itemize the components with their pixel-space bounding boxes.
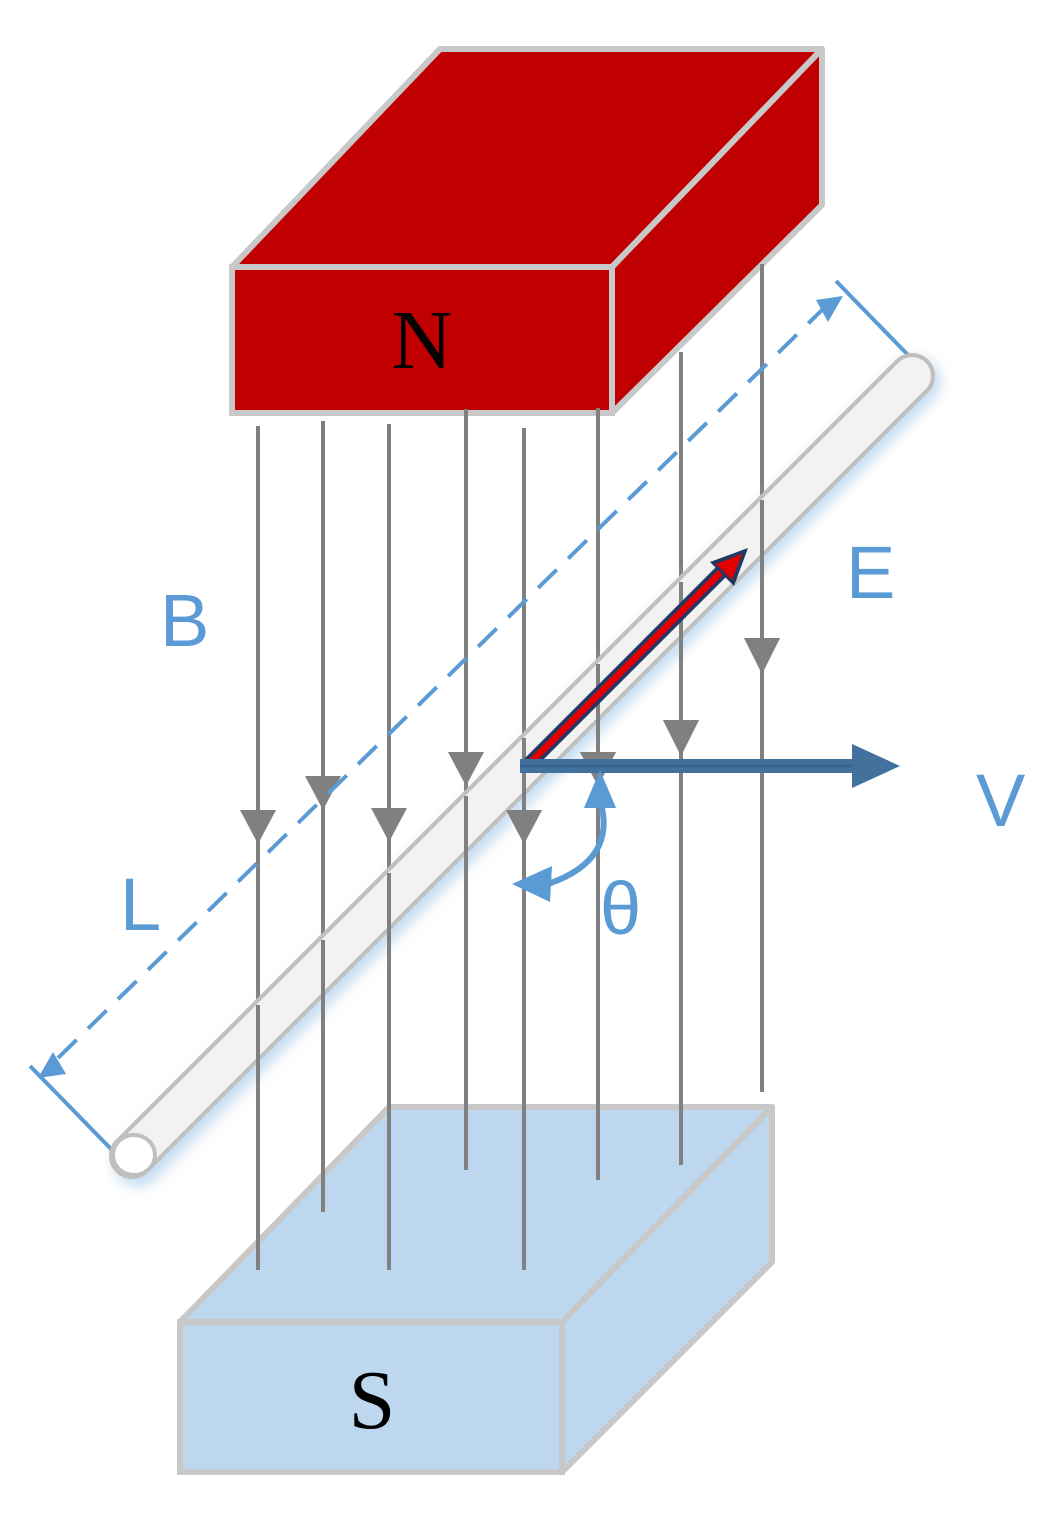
- field-lines-foreground: [256, 500, 780, 1270]
- length-extension-bottom: [28, 1064, 114, 1152]
- velocity-arrowhead: [852, 744, 900, 788]
- length-label: L: [120, 863, 161, 946]
- north-pole-label: N: [392, 294, 453, 387]
- field-line-2-arrowhead: [305, 776, 341, 810]
- length-dimension: [28, 279, 912, 1152]
- south-magnet-front-face: [177, 1319, 565, 1475]
- emf-arrow: [523, 548, 748, 770]
- angle-indicator: [512, 770, 616, 902]
- conductor-rod: [109, 353, 941, 1187]
- emf-label: E: [846, 531, 895, 614]
- angle-arc-arrowhead-bottom: [512, 866, 552, 902]
- south-magnet: S: [177, 1104, 775, 1475]
- north-magnet: N: [229, 46, 825, 416]
- magnetic-field-label: B: [160, 579, 209, 662]
- field-line-3-arrowhead: [371, 808, 407, 842]
- length-arrowhead-bottom: [38, 1052, 66, 1078]
- length-dimension-dashed-line: [56, 308, 824, 1060]
- angle-arc: [547, 799, 607, 887]
- rod-end-cap: [111, 1133, 157, 1177]
- south-pole-label: S: [349, 1354, 396, 1447]
- field-line-4-arrowhead: [448, 752, 484, 786]
- velocity-arrow: [520, 744, 900, 788]
- length-arrowhead-top: [816, 296, 843, 322]
- field-line-1-arrowhead: [240, 810, 276, 844]
- angle-arc-arrowhead-top: [584, 770, 616, 808]
- angle-label: θ: [600, 867, 641, 950]
- north-magnet-front-face: [229, 264, 615, 416]
- length-extension-top: [834, 279, 912, 359]
- velocity-label: V: [976, 759, 1026, 842]
